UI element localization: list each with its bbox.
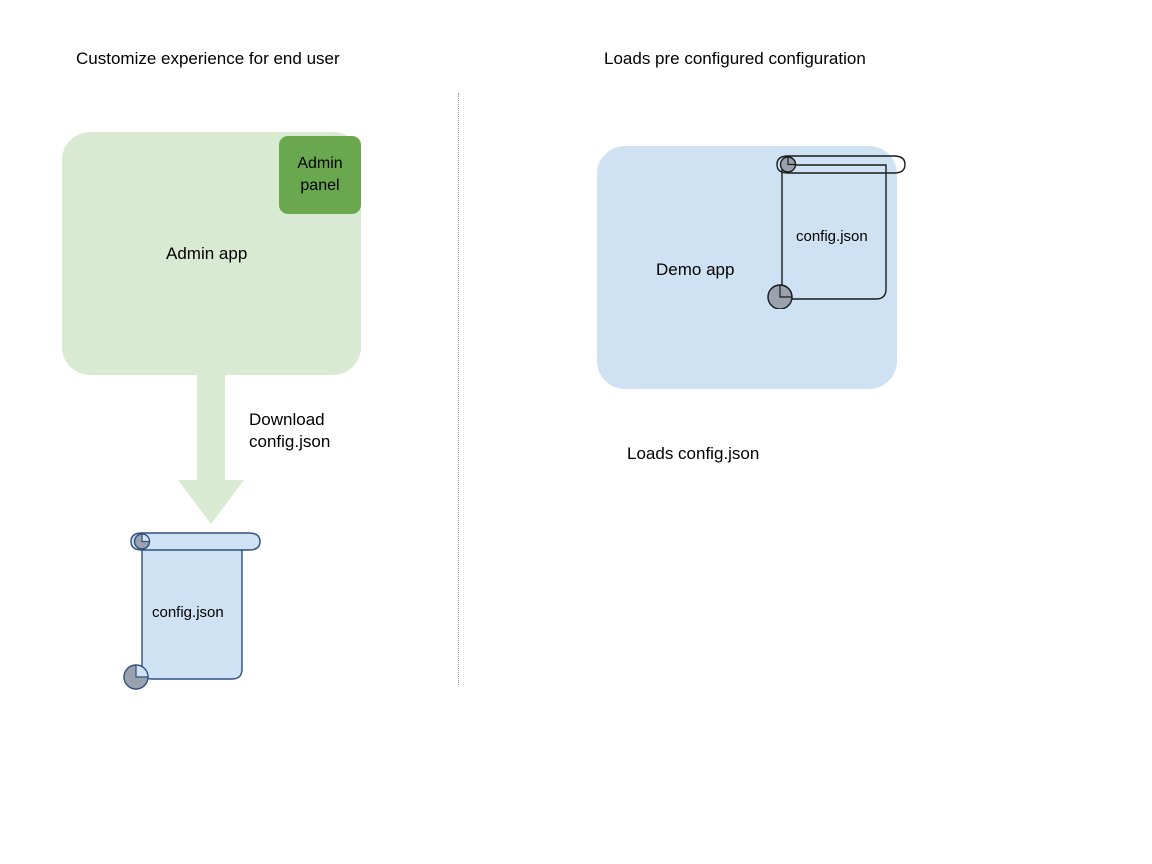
- admin-panel-label-line1: Admin: [297, 155, 343, 172]
- download-arrow-label-line1: Download: [249, 410, 325, 429]
- column-title-left: Customize experience for end user: [76, 49, 340, 68]
- demo-app-box[interactable]: [597, 146, 897, 389]
- column-title-right: Loads pre configured configuration: [604, 49, 866, 68]
- config-json-scroll-left-label: config.json: [152, 604, 224, 621]
- admin-panel-box[interactable]: Admin panel: [279, 136, 361, 214]
- admin-panel-label-line2: panel: [300, 177, 340, 194]
- demo-app-label: Demo app: [656, 260, 735, 279]
- download-arrow-label: Download config.json: [249, 409, 330, 453]
- vertical-dotted-divider: [458, 93, 459, 685]
- admin-panel-label: Admin panel: [297, 153, 342, 197]
- download-arrow-label-line2: config.json: [249, 432, 331, 451]
- config-json-scroll-left[interactable]: [118, 527, 266, 690]
- config-json-scroll-right[interactable]: [766, 151, 914, 309]
- admin-app-label: Admin app: [166, 244, 248, 263]
- config-json-scroll-right-label: config.json: [796, 228, 868, 245]
- loads-config-caption: Loads config.json: [627, 444, 760, 463]
- download-arrow-icon: [178, 372, 244, 524]
